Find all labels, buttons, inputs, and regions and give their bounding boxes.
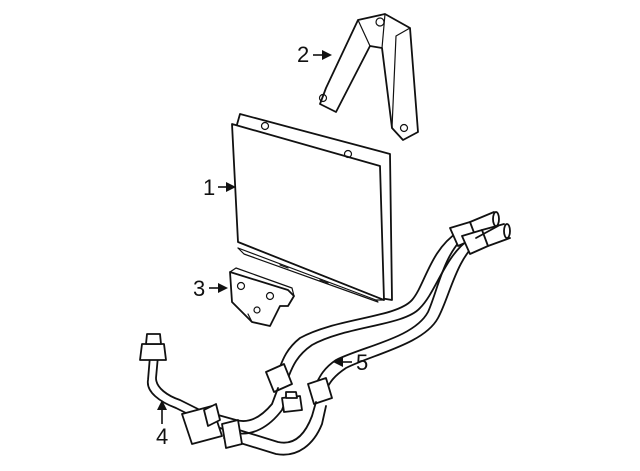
callout-label-4: 4 (156, 424, 168, 449)
callout-label-3: 3 (193, 276, 205, 301)
callout-4: 4 (156, 400, 168, 449)
callout-1: 1 (203, 175, 236, 200)
callout-3: 3 (193, 276, 228, 301)
callout-label-5: 5 (356, 350, 368, 375)
part-4-lower-line (139, 333, 327, 456)
part-2-bracket (318, 13, 419, 141)
callout-label-2: 2 (297, 42, 309, 67)
part-3-small-bracket (229, 267, 295, 327)
part-1-oil-cooler (231, 113, 393, 303)
callout-2: 2 (297, 42, 332, 67)
part-5-cooler-lines (265, 211, 511, 405)
callout-label-1: 1 (203, 175, 215, 200)
callout-5: 5 (333, 350, 368, 375)
